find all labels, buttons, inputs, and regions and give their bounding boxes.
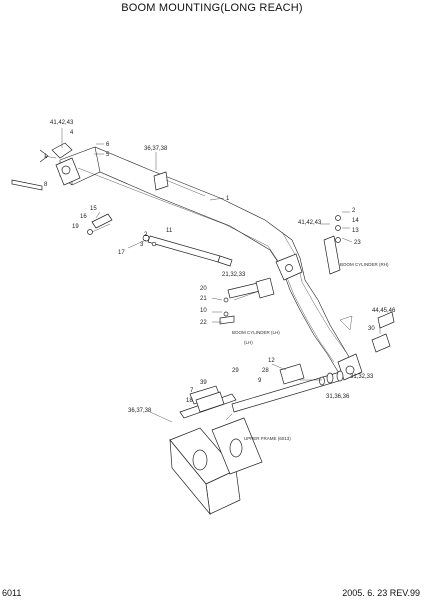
callout-20: 20 <box>200 286 207 292</box>
callout-6: 6 <box>106 142 110 148</box>
note-boom-cylinder-rh: BOOM CYLINDER (RH) <box>340 262 389 267</box>
revision-date: 2005. 6. 23 REV.99 <box>342 588 420 598</box>
callout-top-group: 41,42,43 <box>50 120 74 126</box>
callout-mid-top: 36,37,38 <box>144 146 168 152</box>
boom-cylinder <box>142 234 233 267</box>
callout-30: 30 <box>368 326 375 332</box>
callout-r2: 2 <box>352 208 356 214</box>
note-boom-cylinder: BOOM CYLINDER (LH) <box>232 330 280 335</box>
callout-11: 11 <box>166 228 173 234</box>
hardware-right <box>323 215 395 353</box>
callout-4: 4 <box>70 130 74 136</box>
callout-39: 39 <box>200 380 207 386</box>
callouts: 41,42,43 4 1 6 5 8 36,37,38 1 16 15 19 1… <box>44 120 396 441</box>
callout-31: 31,32,33 <box>350 374 374 380</box>
callout-5: 5 <box>106 152 110 158</box>
callout-22: 22 <box>200 320 207 326</box>
callout-18: 18 <box>186 398 193 404</box>
callout-12: 12 <box>268 358 275 364</box>
callout-r13: 13 <box>352 228 359 234</box>
callout-19: 19 <box>72 224 79 230</box>
callout-17: 17 <box>118 250 125 256</box>
callout-mid2: 21,32,33 <box>222 272 246 278</box>
callout-15: 15 <box>90 206 97 212</box>
callout-right-group: 41,42,43 <box>298 220 322 226</box>
callout-2: 2 <box>144 232 148 238</box>
callout-1: 1 <box>226 196 230 202</box>
callout-8: 8 <box>44 182 48 188</box>
callout-r23: 23 <box>354 240 361 246</box>
callout-21: 21 <box>200 296 207 302</box>
callout-44: 44,45,46 <box>372 308 396 314</box>
upper-frame <box>169 385 263 516</box>
boom-body <box>51 142 363 381</box>
page-code: 6011 <box>2 588 22 598</box>
note-boom-cylinder-lh: (LH) <box>244 340 253 345</box>
callout-10: 10 <box>200 308 207 314</box>
callout-low-group: 36,37,38 <box>128 408 152 414</box>
callout-31b: 31,36,36 <box>326 394 350 400</box>
hardware-mid <box>219 277 275 325</box>
callout-16: 16 <box>80 214 87 220</box>
callout-1a: 1 <box>44 154 48 160</box>
callout-9: 9 <box>258 378 262 384</box>
leader-lines <box>61 128 381 423</box>
note-upper-frame: UPPER FRAME (6013) <box>244 436 291 441</box>
lower-pin-assembly <box>231 363 344 413</box>
callout-28: 28 <box>262 368 269 374</box>
callout-r14: 14 <box>352 218 359 224</box>
boom-foot-pin <box>11 149 57 191</box>
hardware-left <box>87 213 113 235</box>
callout-29: 29 <box>232 368 239 374</box>
callout-3: 3 <box>140 242 144 248</box>
page-title: BOOM MOUNTING(LONG REACH) <box>121 2 303 14</box>
callout-7: 7 <box>190 388 194 394</box>
